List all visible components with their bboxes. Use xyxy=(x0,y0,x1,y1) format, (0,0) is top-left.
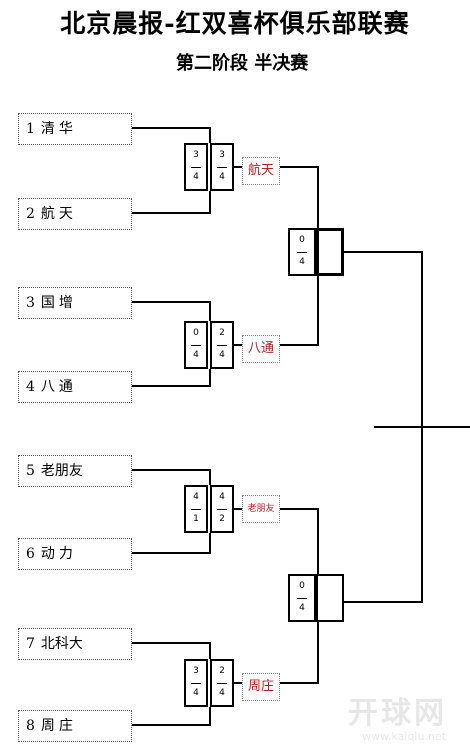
team-box-2: 2 航天 xyxy=(18,198,132,230)
score-cell-qf3-right: 4 2 xyxy=(210,485,234,533)
connector-final-top xyxy=(344,251,423,427)
score-top: 3 xyxy=(193,666,199,676)
winner-box-qf3: 老朋友 xyxy=(242,495,280,523)
score-top: 0 xyxy=(193,328,199,338)
team-name: 清华 xyxy=(40,121,77,137)
score-cell-qf2-left: 0 4 xyxy=(184,321,208,369)
team-seed: 6 xyxy=(26,546,35,562)
team-seed: 3 xyxy=(26,295,35,311)
score-bottom: 4 xyxy=(219,688,225,698)
team-box-5: 5 老朋友 xyxy=(18,455,132,487)
winner-box-qf1: 航天 xyxy=(242,157,280,185)
team-box-8: 8 周庄 xyxy=(18,710,132,742)
connector-qf2-bottom xyxy=(132,369,211,387)
score-cell-qf3-left: 4 1 xyxy=(184,485,208,533)
score-bottom: 4 xyxy=(193,350,199,360)
score-bottom: 4 xyxy=(299,257,305,267)
connector-qf1-bottom xyxy=(132,191,211,214)
team-seed: 4 xyxy=(26,379,35,395)
score-bottom: 4 xyxy=(219,350,225,360)
winner-box-qf2: 八通 xyxy=(242,335,280,363)
team-name: 周庄 xyxy=(40,718,77,734)
team-name: 航天 xyxy=(40,206,77,222)
team-box-3: 3 国增 xyxy=(18,287,132,319)
bracket-title: 北京晨报-红双喜杯俱乐部联赛 xyxy=(60,9,410,38)
team-name: 北科大 xyxy=(40,636,83,652)
connector-qf4-bottom xyxy=(132,707,211,726)
score-top: 2 xyxy=(219,666,225,676)
score-bottom: 2 xyxy=(219,514,225,524)
team-box-7: 7 北科大 xyxy=(18,628,132,660)
score-cell-sf2: 0 4 xyxy=(288,574,316,622)
score-top: 2 xyxy=(219,328,225,338)
score-cell-qf4-right: 2 4 xyxy=(210,659,234,707)
score-cell-sf1: 0 4 xyxy=(288,228,316,276)
winner-box-qf4: 周庄 xyxy=(242,673,280,701)
score-cell-sf1-empty xyxy=(316,228,344,276)
team-seed: 8 xyxy=(26,718,35,734)
score-cell-qf1-right: 3 4 xyxy=(210,143,234,191)
score-top: 4 xyxy=(193,492,199,502)
score-top: 0 xyxy=(299,235,305,245)
score-top: 3 xyxy=(219,150,225,160)
watermark-logo: 开球网 www.kaiqiu.net xyxy=(348,688,468,748)
connector-sf1-top xyxy=(280,166,319,228)
team-seed: 7 xyxy=(26,636,35,652)
score-top: 0 xyxy=(299,581,305,591)
score-bottom: 4 xyxy=(219,172,225,182)
team-box-1: 1 清华 xyxy=(18,113,132,145)
connector-sf2-top xyxy=(280,508,319,574)
team-name: 老朋友 xyxy=(40,463,83,479)
connector-sf2-bottom xyxy=(280,622,319,684)
score-cell-sf2-empty xyxy=(316,574,344,622)
watermark-text: 开球网 xyxy=(348,696,447,731)
connector-qf3-bottom xyxy=(132,533,211,554)
connector-final-bottom xyxy=(344,427,423,603)
score-bottom: 1 xyxy=(193,514,199,524)
stage-subtitle: 第二阶段 半决赛 xyxy=(176,53,309,74)
watermark-url: www.kaiqiu.net xyxy=(362,730,447,743)
score-top: 3 xyxy=(193,150,199,160)
score-cell-qf1-left: 3 4 xyxy=(184,143,208,191)
team-name: 动力 xyxy=(40,546,77,562)
connector-qf1-top xyxy=(132,127,211,143)
team-seed: 5 xyxy=(26,463,35,479)
score-cell-qf4-left: 3 4 xyxy=(184,659,208,707)
score-top: 4 xyxy=(219,492,225,502)
team-name: 国增 xyxy=(40,295,77,311)
score-cell-qf2-right: 2 4 xyxy=(210,321,234,369)
connector-qf4-top xyxy=(132,642,211,659)
connector-qf2-top xyxy=(132,301,211,321)
team-seed: 1 xyxy=(26,121,35,137)
score-bottom: 4 xyxy=(193,172,199,182)
team-box-4: 4 八通 xyxy=(18,371,132,403)
team-box-6: 6 动力 xyxy=(18,538,132,570)
score-bottom: 4 xyxy=(193,688,199,698)
team-seed: 2 xyxy=(26,206,35,222)
score-bottom: 4 xyxy=(299,603,305,613)
connector-sf1-bottom xyxy=(280,276,319,346)
connector-qf3-top xyxy=(132,469,211,485)
team-name: 八通 xyxy=(40,379,77,395)
